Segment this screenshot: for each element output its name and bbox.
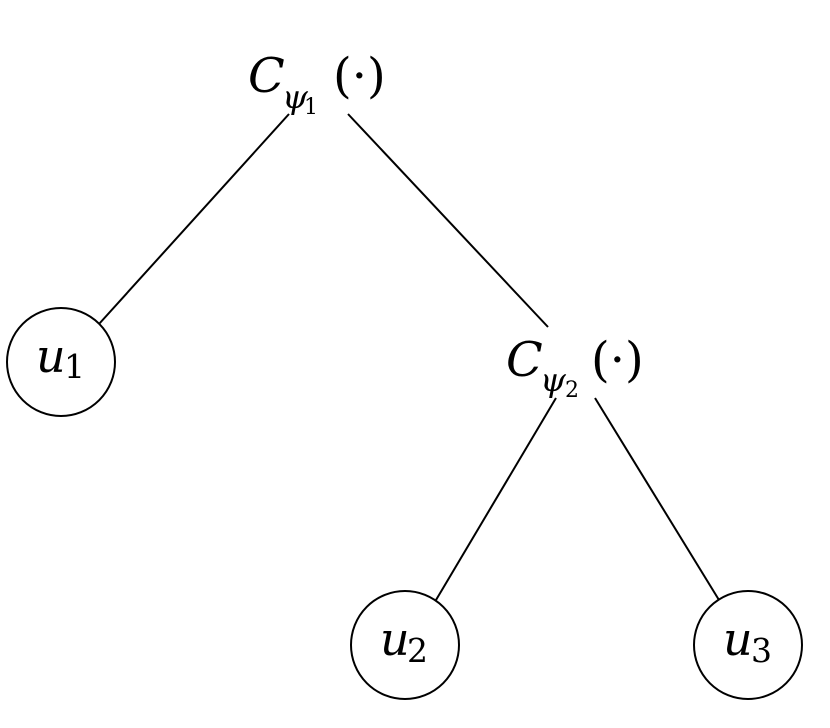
root-argument: (·) xyxy=(333,48,386,104)
leaf-symbol-u1: u xyxy=(36,329,66,383)
leaf-symbol-u2: u xyxy=(380,612,410,666)
leaf-index-u2: 2 xyxy=(407,631,428,670)
edge-root-to-inner xyxy=(347,113,549,328)
leaf-circle-u2 xyxy=(350,590,460,700)
leaf-node-u2: u 2 xyxy=(350,590,460,700)
leaf-circle-u1 xyxy=(6,307,116,417)
inner-symbol: C xyxy=(506,332,543,388)
edge-inner-to-u3 xyxy=(594,397,720,601)
root-sub-index: 1 xyxy=(304,95,318,120)
leaf-node-u3: u 3 xyxy=(693,590,803,700)
root-sub-symbol: ψ xyxy=(282,77,309,116)
leaf-symbol-u3: u xyxy=(723,612,753,666)
edge-inner-to-u2 xyxy=(435,397,557,601)
root-node-label: C ψ 1 (·) xyxy=(248,48,386,120)
leaf-index-u1: 1 xyxy=(64,347,85,386)
edge-root-to-u1 xyxy=(98,113,290,325)
leaf-index-u3: 3 xyxy=(751,631,772,670)
leaf-circle-u3 xyxy=(693,590,803,700)
inner-sub-index: 2 xyxy=(565,378,579,403)
inner-argument: (·) xyxy=(591,332,644,388)
inner-sub-symbol: ψ xyxy=(540,360,567,399)
inner-node-label: C ψ 2 (·) xyxy=(506,332,644,403)
leaf-node-u1: u 1 xyxy=(6,307,116,417)
root-symbol: C xyxy=(248,48,285,104)
